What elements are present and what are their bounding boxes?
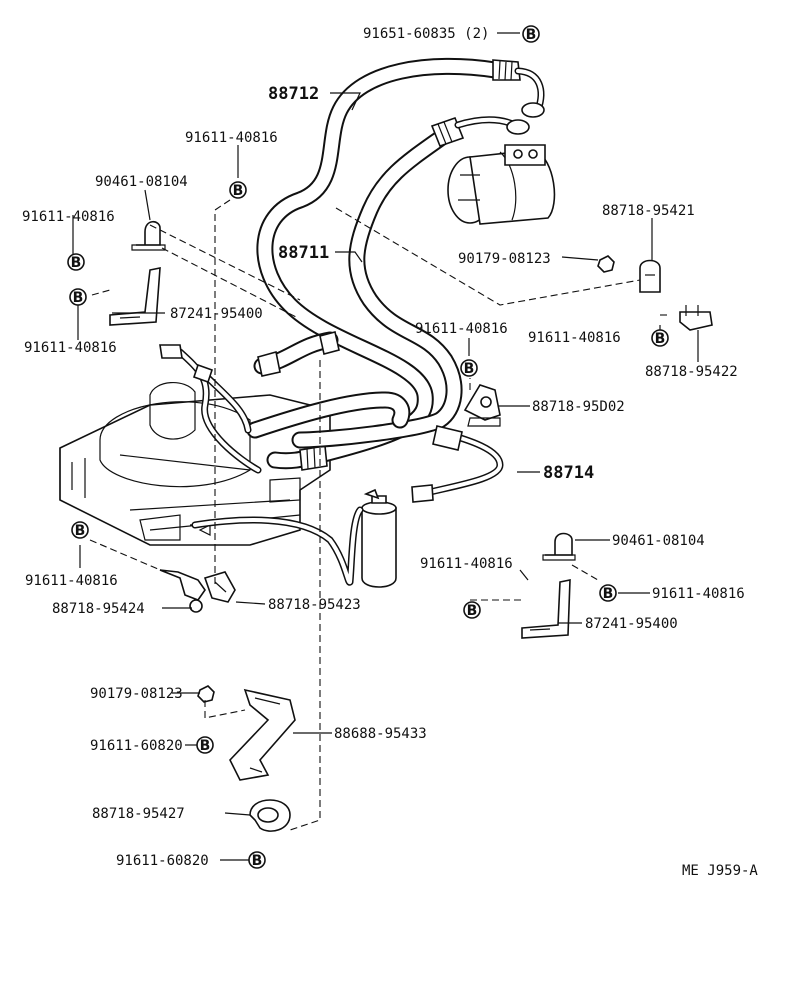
assembly-lines <box>89 199 670 831</box>
label-91611-40816-center: 91611-40816 <box>415 321 508 337</box>
svg-text:B: B <box>655 331 666 347</box>
svg-text:B: B <box>75 523 86 539</box>
clamp-88718-95424 <box>159 569 206 613</box>
bolt-marker: B <box>229 181 247 199</box>
svg-text:B: B <box>252 853 263 869</box>
leader-lines <box>72 32 699 861</box>
label-91611-40816-right: 91611-40816 <box>528 330 621 346</box>
label-88714: 88714 <box>543 463 594 483</box>
diagram-code: ME J959-A <box>682 863 758 879</box>
bolt-marker: B <box>71 521 89 539</box>
label-88718-95423: 88718-95423 <box>268 597 361 613</box>
label-87241-95400-right: 87241-95400 <box>585 616 678 632</box>
bolt-marker: B <box>463 601 481 619</box>
svg-text:B: B <box>603 586 614 602</box>
svg-text:B: B <box>71 255 82 271</box>
label-88711: 88711 <box>278 243 329 263</box>
nut-90179-08123-a <box>597 255 615 273</box>
label-90461-08104-left: 90461-08104 <box>95 174 188 190</box>
bracket-88718-95D02 <box>463 384 501 427</box>
svg-text:B: B <box>200 738 211 754</box>
label-91611-60820-upper: 91611-60820 <box>90 738 183 754</box>
label-90179-08123-lower: 90179-08123 <box>90 686 183 702</box>
svg-text:B: B <box>464 361 475 377</box>
label-87241-95400-left: 87241-95400 <box>170 306 263 322</box>
label-88718-95421: 88718-95421 <box>602 203 695 219</box>
clamp-88718-95423 <box>203 571 236 603</box>
bolt-marker: B <box>196 736 214 754</box>
bolt-marker: B <box>67 253 85 271</box>
bolt-marker: B <box>248 851 266 869</box>
svg-text:B: B <box>526 27 537 43</box>
label-91611-40816-right-lower: 91611-40816 <box>420 556 513 572</box>
bolt-marker: B <box>651 329 669 347</box>
bolt-marker: B <box>460 359 478 377</box>
tube-88714 <box>411 425 504 503</box>
svg-text:B: B <box>73 290 84 306</box>
compressor <box>447 144 556 225</box>
nut-90179-08123-b <box>197 685 215 703</box>
bolt-marker: B <box>599 584 617 602</box>
label-88718-95424: 88718-95424 <box>52 601 145 617</box>
label-88688-95433: 88688-95433 <box>334 726 427 742</box>
label-91651-60835: 91651-60835 (2) <box>363 26 489 42</box>
clamp-88718-95421 <box>639 259 661 293</box>
label-91611-60820-lower: 91611-60820 <box>116 853 209 869</box>
label-90179-08123-right: 90179-08123 <box>458 251 551 267</box>
bracket-87241-95400-a <box>109 267 161 326</box>
bracket-90461-08104-a <box>131 220 166 251</box>
bolt-marker: B <box>522 25 540 43</box>
svg-text:B: B <box>467 603 478 619</box>
label-91611-40816-far-right: 91611-40816 <box>652 586 745 602</box>
hose-88711 <box>291 116 530 449</box>
label-90461-08104-right: 90461-08104 <box>612 533 705 549</box>
bracket-87241-95400-b <box>521 579 571 639</box>
bolt-marker: B <box>69 288 87 306</box>
liquid-line <box>159 344 364 586</box>
bolt-markers: B B B B B B B B B B B <box>67 25 669 869</box>
clamp-88718-95422 <box>679 305 713 331</box>
bracket-88688-95433 <box>229 688 296 781</box>
label-91611-40816-left-lower: 91611-40816 <box>25 573 118 589</box>
label-91611-40816-top: 91611-40816 <box>185 130 278 146</box>
part-labels: 91651-60835 (2) 88712 91611-40816 90461-… <box>22 26 758 879</box>
label-88718-95422: 88718-95422 <box>645 364 738 380</box>
svg-text:B: B <box>233 183 244 199</box>
receiver-drier <box>361 488 397 588</box>
label-88718-95427: 88718-95427 <box>92 806 185 822</box>
clamp-88718-95427 <box>249 799 291 832</box>
label-91611-40816-left-mid: 91611-40816 <box>24 340 117 356</box>
label-88712: 88712 <box>268 84 319 104</box>
hose-lower-pair <box>246 331 411 439</box>
bracket-90461-08104-b <box>542 532 576 561</box>
label-91611-40816-left-upper: 91611-40816 <box>22 209 115 225</box>
label-88718-95D02: 88718-95D02 <box>532 399 625 415</box>
